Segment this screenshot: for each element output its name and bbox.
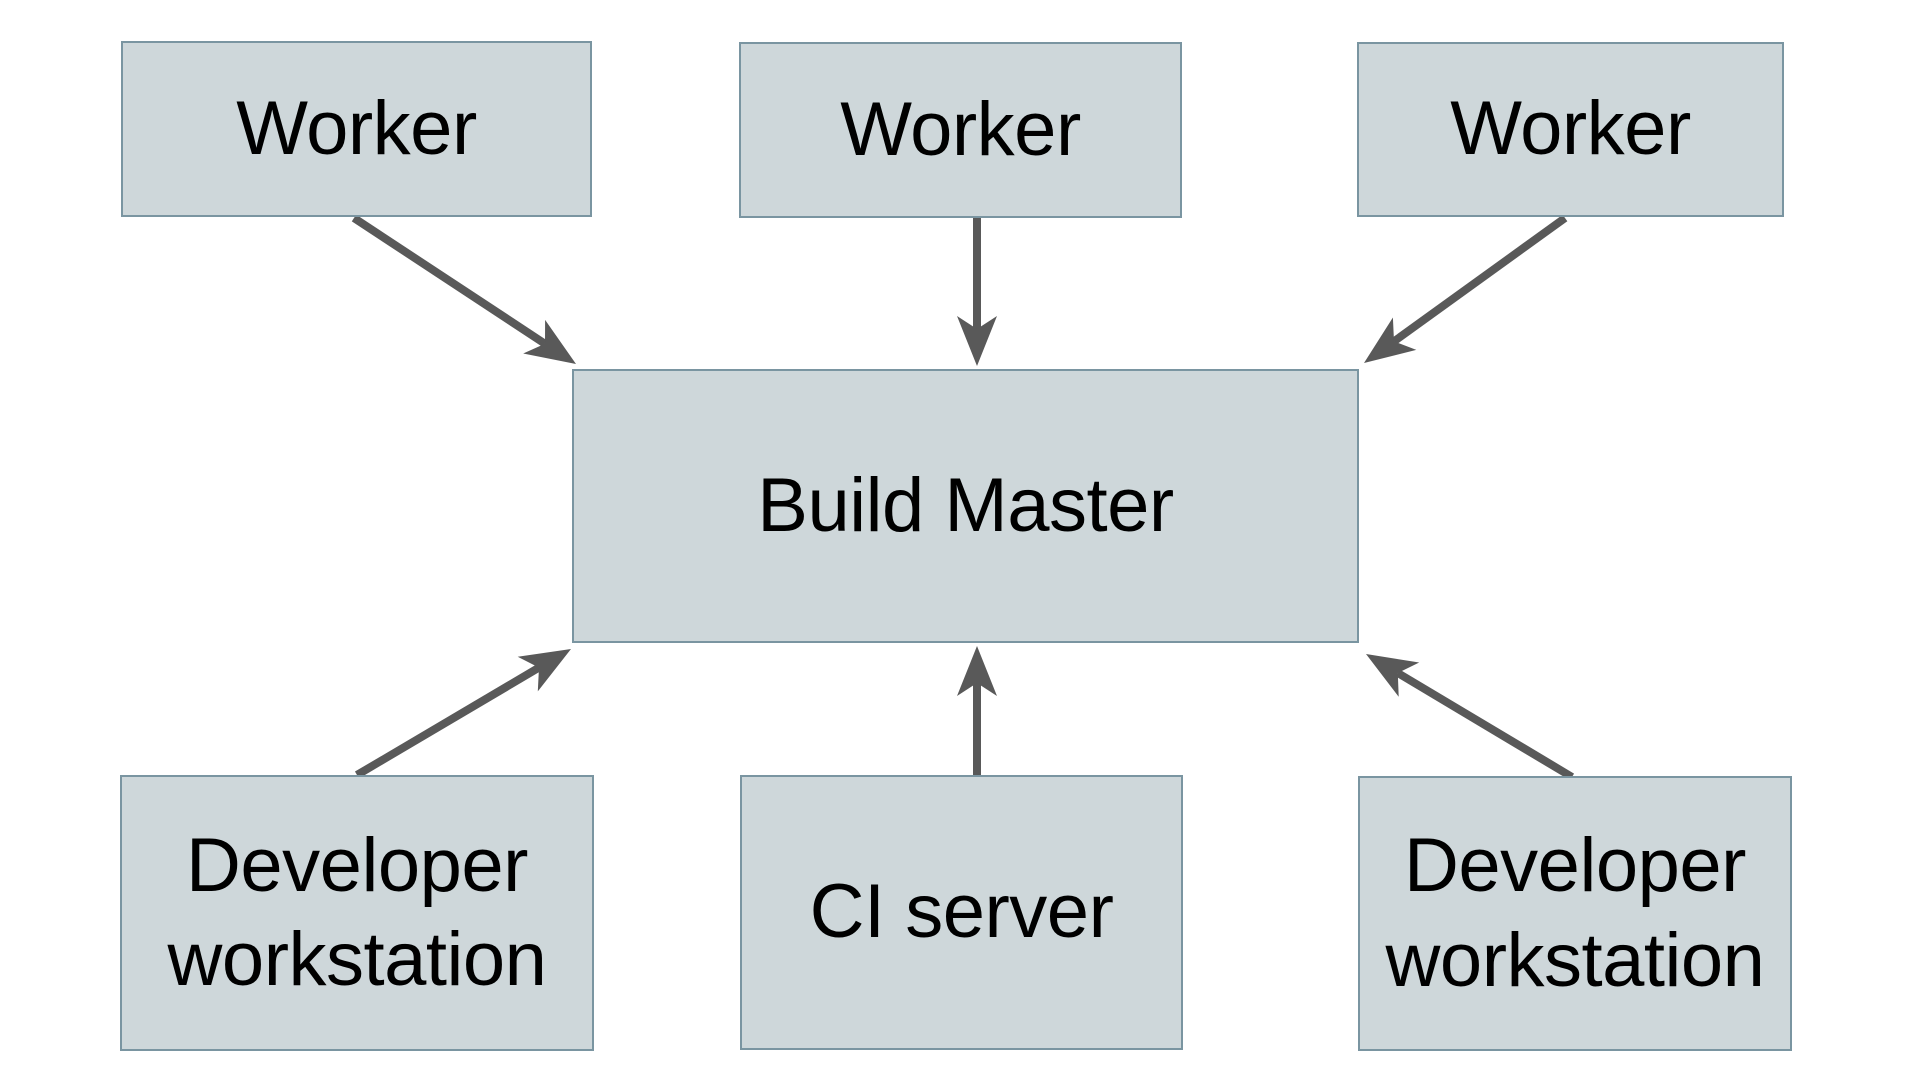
node-developer-workstation-right: Developer workstation: [1358, 776, 1792, 1051]
node-ci-server-label: CI server: [809, 869, 1114, 955]
arrow-dev-left-to-build-master: [354, 649, 571, 779]
node-developer-workstation-left: Developer workstation: [120, 775, 594, 1051]
node-developer-workstation-left-label: Developer workstation: [167, 822, 547, 1002]
node-worker-2: Worker: [739, 42, 1182, 218]
node-worker-3-label: Worker: [1450, 86, 1691, 172]
node-worker-3: Worker: [1357, 42, 1784, 217]
arrow-dev-right-to-build-master: [1366, 654, 1575, 781]
arrow-ci-server-to-build-master: [957, 646, 997, 775]
node-developer-workstation-right-label: Developer workstation: [1385, 823, 1765, 1003]
node-build-master-label: Build Master: [757, 462, 1174, 548]
arrow-worker-3-to-build-master: [1364, 214, 1568, 363]
arrow-worker-2-to-build-master: [957, 217, 997, 366]
arrow-worker-1-to-build-master: [351, 214, 576, 364]
node-worker-1-label: Worker: [236, 85, 477, 171]
node-ci-server: CI server: [740, 775, 1183, 1050]
node-worker-1: Worker: [121, 41, 592, 217]
node-build-master: Build Master: [572, 369, 1359, 643]
node-worker-2-label: Worker: [840, 86, 1081, 172]
